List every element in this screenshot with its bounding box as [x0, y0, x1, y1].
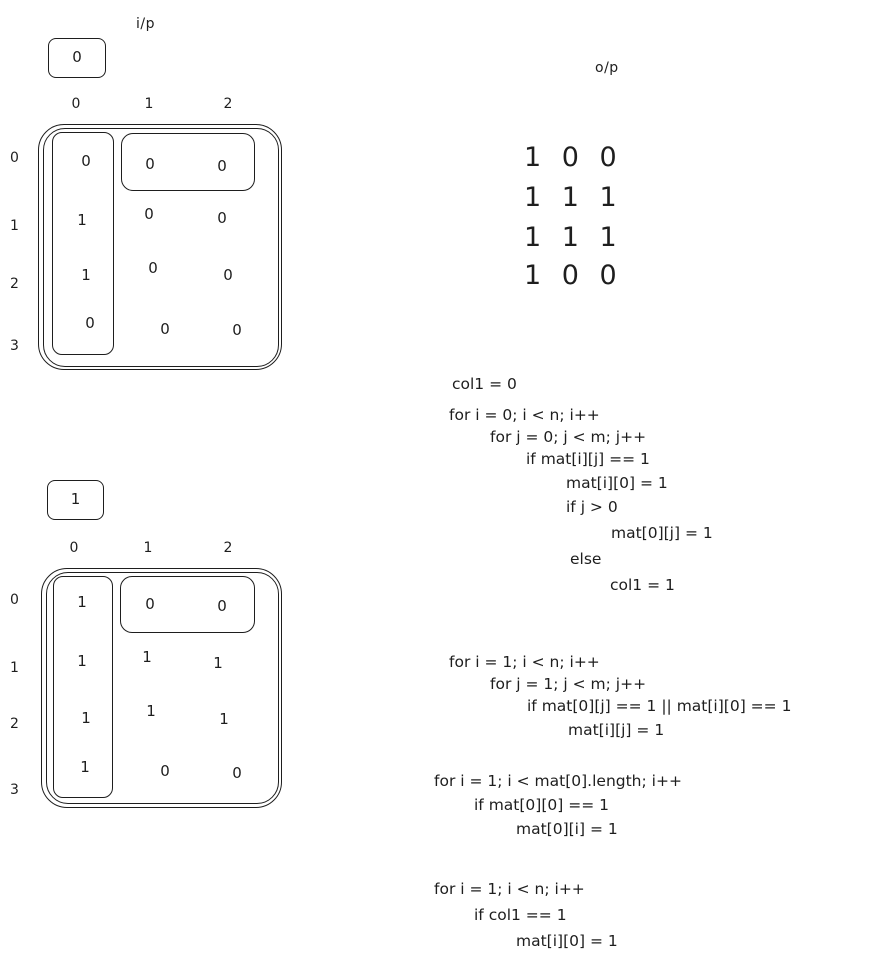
matrix-cell: 1: [213, 654, 223, 672]
code-line: else: [570, 550, 602, 568]
code-line: for j = 0; j < m; j++: [490, 428, 647, 446]
col1-value: 0: [72, 48, 82, 66]
output-row: 1 1 1: [524, 182, 623, 213]
code-line: if col1 == 1: [474, 906, 567, 924]
row-index: 0: [10, 592, 19, 608]
code-line: if mat[0][j] == 1 || mat[i][0] == 1: [527, 697, 792, 715]
matrix-cell: 0: [223, 266, 233, 284]
code-line: for i = 1; i < n; i++: [449, 653, 600, 671]
code-line: if j > 0: [566, 498, 618, 516]
col-header: 0: [71, 96, 81, 112]
matrix-cell: 0: [145, 595, 155, 613]
code-line: mat[i][0] = 1: [516, 932, 618, 950]
col-header: 2: [223, 540, 233, 556]
row-index: 1: [10, 218, 19, 234]
row-index: 2: [10, 716, 19, 732]
code-line: for i = 1; i < mat[0].length; i++: [434, 772, 682, 790]
code-line: mat[i][j] = 1: [568, 721, 665, 739]
matrix-cell: 1: [80, 758, 90, 776]
row-index: 3: [10, 338, 19, 354]
matrix-cell: 0: [81, 152, 91, 170]
row-index: 0: [10, 150, 19, 166]
matrix-cell: 0: [217, 157, 227, 175]
col1-box-before: 0: [48, 38, 106, 78]
output-label: o/p: [595, 60, 619, 76]
matrix-cell: 0: [217, 209, 227, 227]
matrix-outer-border: [38, 124, 282, 370]
input-label: i/p: [136, 16, 155, 32]
col-header: 1: [144, 96, 154, 112]
matrix-cell: 1: [81, 266, 91, 284]
matrix-cell: 1: [77, 593, 87, 611]
code-line: for j = 1; j < m; j++: [490, 675, 647, 693]
code-line: col1 = 0: [452, 375, 517, 393]
matrix-cell: 0: [148, 259, 158, 277]
row-index: 3: [10, 782, 19, 798]
matrix-cell: 0: [217, 597, 227, 615]
code-line: for i = 1; i < n; i++: [434, 880, 585, 898]
col-header: 1: [143, 540, 153, 556]
matrix-cell: 1: [219, 710, 229, 728]
code-line: for i = 0; i < n; i++: [449, 406, 600, 424]
matrix-cell: 1: [81, 709, 91, 727]
matrix-cell: 1: [77, 652, 87, 670]
row-index: 1: [10, 660, 19, 676]
code-line: if mat[0][0] == 1: [474, 796, 609, 814]
output-row: 1 1 1: [524, 222, 623, 253]
output-row: 1 0 0: [524, 142, 623, 173]
col1-box-after: 1: [47, 480, 104, 520]
col-header: 0: [69, 540, 79, 556]
matrix-cell: 1: [77, 211, 87, 229]
matrix-cell: 1: [146, 702, 156, 720]
matrix-cell: 0: [232, 764, 242, 782]
first-row-highlight: [121, 133, 255, 191]
matrix-cell: 0: [232, 321, 242, 339]
first-column-highlight: [53, 576, 113, 798]
output-row: 1 0 0: [524, 260, 623, 291]
matrix-cell: 0: [160, 762, 170, 780]
row-index: 2: [10, 276, 19, 292]
matrix-outer-border-inner: [46, 572, 279, 804]
matrix-outer-border-inner: [43, 128, 279, 367]
first-column-highlight: [52, 132, 114, 355]
matrix-cell: 1: [142, 648, 152, 666]
code-line: mat[i][0] = 1: [566, 474, 668, 492]
code-line: mat[0][j] = 1: [611, 524, 713, 542]
matrix-outer-border: [41, 568, 282, 808]
matrix-cell: 0: [160, 320, 170, 338]
code-line: if mat[i][j] == 1: [526, 450, 650, 468]
matrix-cell: 0: [85, 314, 95, 332]
code-line: mat[0][i] = 1: [516, 820, 618, 838]
matrix-cell: 0: [145, 155, 155, 173]
col1-value: 1: [70, 490, 81, 508]
first-row-highlight: [120, 576, 255, 633]
matrix-cell: 0: [144, 205, 154, 223]
code-line: col1 = 1: [610, 576, 675, 594]
col-header: 2: [223, 96, 233, 112]
